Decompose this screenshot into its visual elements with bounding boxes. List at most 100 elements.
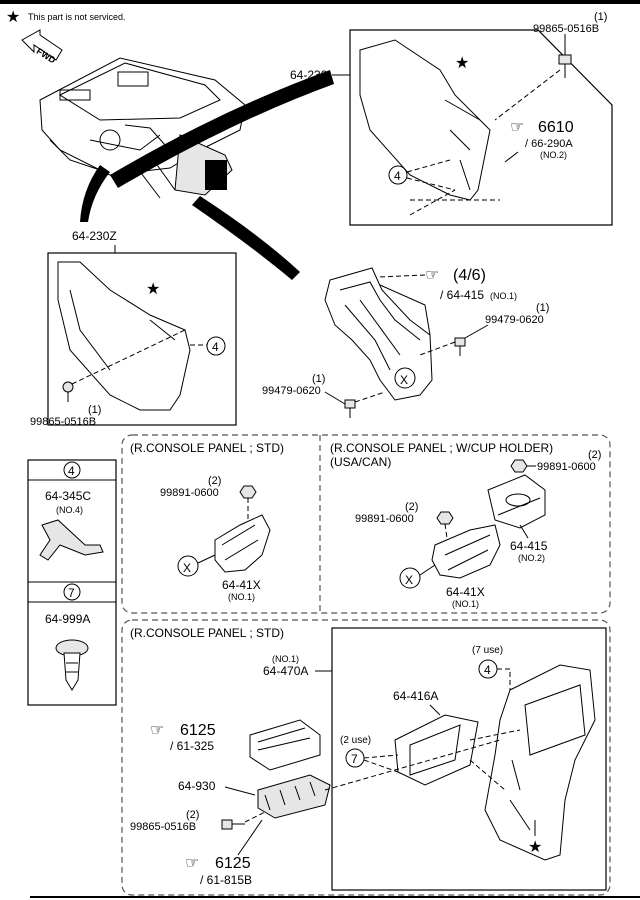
clip-leaders	[406, 159, 500, 216]
arrow-up-icon	[237, 819, 263, 856]
callout-64-230Z: 64-230Z	[72, 229, 117, 243]
ref-4-6: (4/6)	[453, 267, 486, 284]
ref-6125b: 6125	[215, 855, 251, 872]
frame-middle	[121, 434, 611, 614]
sweep-band-top	[110, 70, 334, 188]
nut-icon-3	[436, 511, 454, 525]
panel-cup-nut1: 99891-0600	[537, 461, 596, 473]
bolt-icon-4	[221, 819, 245, 830]
top-rule	[0, 0, 640, 4]
panel-cup-nut2-qty: (2)	[405, 501, 418, 513]
bottom-rule	[30, 896, 640, 898]
push-pin-icon	[55, 639, 89, 691]
callout-64-470A: 64-470A	[263, 664, 308, 678]
panel-bottom-title: (R.CONSOLE PANEL ; STD)	[130, 626, 284, 640]
callout-64-230: 64-230	[290, 68, 328, 82]
legend-circle-7	[63, 583, 81, 601]
panel-std-part-note: (NO.1)	[228, 592, 255, 602]
not-serviced-star-icon-2: ★	[146, 281, 160, 298]
panel-cup-415: 64-415	[510, 539, 548, 553]
use-7: (7 use)	[472, 645, 503, 656]
bolt-qty-top: (1)	[594, 11, 607, 23]
part-64-930	[257, 774, 331, 819]
leader-416-to-panel	[469, 729, 521, 791]
callout-7: 7	[351, 752, 358, 766]
bolt-99865-bottom: 99865-0516B	[130, 821, 196, 833]
leader-99479-left	[324, 391, 346, 405]
ref-64-415: / 64-415	[440, 288, 484, 302]
callout-no1: (NO.1)	[272, 654, 299, 664]
panel-cup-part-note: (NO.1)	[452, 599, 479, 609]
leader-bolt-right	[419, 341, 456, 356]
panel-std-nut: 99891-0600	[160, 487, 219, 499]
bolt-99479-left: 99479-0620	[262, 385, 321, 397]
bolt-99865-top: 99865-0516B	[533, 23, 599, 35]
leader-screw-left	[71, 329, 186, 385]
callout-X: X	[400, 373, 408, 387]
leader-cup-x	[419, 564, 436, 576]
sweep-band-right	[192, 196, 300, 280]
legend-item4-note: (NO.4)	[56, 505, 83, 515]
part-64-230-panel	[359, 39, 491, 201]
callout-circle-4b	[206, 336, 226, 356]
panel-std-x: X	[183, 561, 191, 575]
hand-pointer-icon-2: ☞	[425, 267, 439, 284]
panel-cup-circle-X	[399, 567, 421, 589]
legend-item4-num: 4	[68, 464, 75, 478]
not-serviced-note: ★ This part is not serviced.	[6, 9, 126, 26]
callout-64-416A: 64-416A	[393, 689, 438, 703]
panel-std-part: 64-41X	[222, 578, 261, 592]
ref-6610: 6610	[538, 119, 574, 136]
leader-7	[363, 754, 399, 773]
leader-std-x	[197, 554, 216, 564]
panel-std-title: (R.CONSOLE PANEL ; STD)	[130, 441, 284, 455]
callout-4c: 4	[484, 663, 491, 677]
panel-cup-x: X	[405, 573, 413, 587]
legend-circle-4	[63, 461, 81, 479]
not-serviced-star-icon: ★	[455, 55, 469, 72]
legend-item7-part: 64-999A	[45, 612, 90, 626]
leader-bolt-left	[354, 391, 386, 403]
ref-61-325: / 61-325	[170, 739, 214, 753]
ref-no2: (NO.2)	[540, 150, 567, 160]
not-serviced-star-icon-3: ★	[528, 839, 542, 856]
hand-pointer-icon-4: ☞	[185, 855, 199, 872]
panel-cup-title: (R.CONSOLE PANEL ; W/CUP HOLDER)	[330, 441, 553, 455]
nut-icon	[239, 485, 257, 499]
part-64-415-cup	[487, 474, 546, 529]
clip-icon	[39, 519, 104, 561]
leader-bolt-top	[494, 69, 561, 121]
panel-cup-subtitle: (USA/CAN)	[330, 455, 391, 469]
callout-4b: 4	[212, 340, 219, 354]
panel-std-nut-qty: (2)	[208, 475, 221, 487]
screw-icon	[62, 381, 74, 402]
panel-cup-415-note: (NO.2)	[518, 553, 545, 563]
hand-pointer-icon-3: ☞	[150, 722, 164, 739]
bolt-icon-2	[454, 337, 466, 356]
panel-std-circle-X	[177, 555, 199, 577]
leader-cup-415	[519, 524, 529, 539]
bolt-99865-left: 99865-0516B	[30, 416, 96, 428]
bolt-qty-left2: (1)	[312, 373, 325, 385]
leader-bolt-bottom	[244, 811, 266, 823]
leader-64-930	[224, 786, 256, 796]
panel-cup-nut2: 99891-0600	[355, 513, 414, 525]
bolt-icon	[558, 34, 572, 78]
legend-item7-num: 7	[68, 586, 75, 600]
ref-61-815B: / 61-815B	[200, 873, 252, 887]
leader-930-to-panel	[324, 739, 501, 791]
part-64-41X-std	[214, 514, 271, 573]
bolt-qty-bottom: (2)	[186, 809, 199, 821]
ref-6125a: 6125	[180, 722, 216, 739]
ref-66-290A: / 66-290A	[525, 138, 573, 150]
leader-4-6	[377, 274, 426, 278]
legend-item4-part: 64-345C	[45, 489, 91, 503]
sweep-band-left	[80, 165, 110, 222]
leader-4c	[497, 668, 511, 690]
part-64-470A-panel	[484, 664, 596, 861]
callout-circle-4	[388, 165, 408, 185]
nut-icon-2	[510, 459, 528, 473]
panel-cup-part: 64-41X	[446, 585, 485, 599]
bolt-icon-3	[344, 399, 356, 418]
